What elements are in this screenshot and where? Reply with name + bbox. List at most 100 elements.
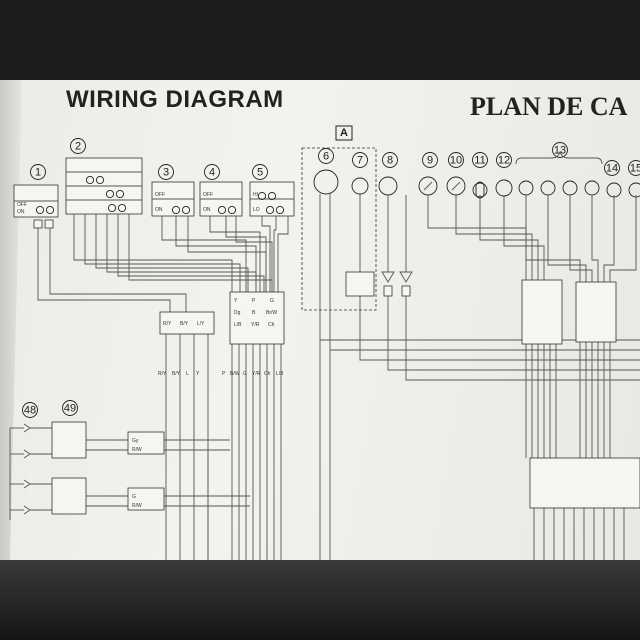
wire-7	[128, 214, 273, 292]
wire-11	[209, 216, 261, 292]
wl-8: Ch	[264, 371, 271, 377]
bulb-symbol-2	[378, 176, 398, 196]
r49-0: Gy	[132, 438, 139, 444]
conn-mid-r3c1: L/B	[234, 322, 242, 328]
r49-1: R/W	[132, 447, 142, 453]
arrow-48-0	[23, 423, 31, 433]
wire-42	[503, 195, 545, 280]
wire-labels-row: R/Y B/Y L Y P B/W G Y/R Ch L/B	[158, 371, 284, 377]
sw4-on: ON	[203, 207, 211, 213]
component-number-text-6: 6	[323, 151, 329, 163]
component-number-5: 5	[252, 164, 268, 180]
connector-49-upper	[127, 431, 165, 455]
bulb-symbol-12	[628, 182, 640, 198]
meter-needle-10	[451, 181, 461, 191]
connector-section-a	[345, 271, 375, 297]
component-number-9: 9	[422, 152, 438, 168]
switch-contact-9	[181, 205, 191, 215]
wire-15	[273, 216, 277, 292]
switch-contact-5	[115, 189, 125, 199]
wire-0	[37, 228, 171, 312]
switch-contact-2	[85, 175, 95, 185]
page-title-english: WIRING DIAGRAM	[66, 86, 284, 113]
component-number-text-10: 10	[450, 155, 462, 167]
switch-contact-6	[107, 203, 117, 213]
sw5-lo: LO	[253, 207, 260, 213]
wire-bundles	[9, 194, 640, 560]
component-number-48: 48	[22, 402, 38, 418]
component-number-text-7: 7	[357, 155, 363, 167]
section-a-frame	[301, 147, 377, 311]
component-number-text-13: 13	[554, 145, 566, 157]
component-number-2: 2	[70, 138, 86, 154]
switch-contact-4	[105, 189, 115, 199]
component-number-text-5: 5	[257, 167, 263, 179]
conn-left-l2: B/Y	[180, 321, 189, 327]
component-49-upper	[51, 421, 87, 459]
component-number-text-4: 4	[209, 167, 215, 179]
wire-47	[603, 195, 615, 282]
arrow-48-3	[23, 505, 31, 515]
wl-5: B/W	[230, 371, 240, 377]
conn-mid-r3c2: Y/R	[251, 322, 260, 328]
group-13-brace	[515, 150, 603, 165]
r49-2: G	[132, 494, 136, 500]
conn-mid-r2c2: B	[252, 310, 256, 316]
switch-contact-7	[117, 203, 127, 213]
switch-contact-10	[217, 205, 227, 215]
sw5-hi: HI	[253, 192, 258, 198]
component-number-3: 3	[158, 164, 174, 180]
wl-4: P	[222, 371, 226, 377]
switch-contact-14	[257, 191, 267, 201]
diode-right	[399, 271, 413, 283]
terminal-1b	[44, 219, 54, 229]
wire-39	[427, 195, 527, 280]
terminal-1a	[33, 219, 43, 229]
wire-12	[225, 216, 267, 292]
connector-right-a	[521, 279, 563, 345]
bulb-symbol-1	[351, 177, 369, 195]
component-number-11: 11	[472, 152, 488, 168]
component-number-text-3: 3	[163, 167, 169, 179]
switch-contact-12	[265, 205, 275, 215]
component-number-text-1: 1	[35, 167, 41, 179]
component-number-text-49: 49	[64, 403, 76, 415]
wire-9	[175, 216, 257, 292]
connector-right-lower	[529, 457, 640, 509]
conn-left-l3: L/Y	[197, 321, 205, 327]
switch-contact-13	[275, 205, 285, 215]
connector-left	[159, 311, 215, 335]
switch-contact-0	[35, 205, 45, 215]
wire-44	[547, 195, 587, 282]
wire-32	[359, 296, 640, 361]
component-number-text-14: 14	[606, 163, 618, 175]
wire-1	[49, 228, 187, 312]
wire-10	[187, 216, 267, 292]
conn-mid-r2c3: Br/W	[266, 310, 277, 316]
bulb-symbol-7	[518, 180, 534, 196]
diode-right-body	[401, 285, 411, 297]
wire-6	[117, 214, 265, 292]
wire-8	[161, 216, 247, 292]
component-number-13: 13	[552, 142, 568, 158]
switch-contact-15	[267, 191, 277, 201]
component-number-6: 6	[318, 148, 334, 164]
dark-background-bottom	[0, 560, 640, 640]
component-number-text-12: 12	[498, 155, 510, 167]
wl-2: L	[186, 371, 189, 377]
conn-left-l1: R/Y	[163, 321, 172, 327]
r49-3: R/W	[132, 503, 142, 509]
wire-48	[609, 195, 637, 282]
conn-mid-r1c3: G	[270, 298, 274, 304]
sw4-off: OFF	[203, 192, 213, 198]
component-number-8: 8	[382, 152, 398, 168]
wl-3: Y	[196, 371, 200, 377]
component-number-15: 15	[628, 160, 640, 176]
component-number-10: 10	[448, 152, 464, 168]
bulb-symbol-6	[495, 179, 513, 197]
component-number-text-15: 15	[630, 163, 640, 175]
component-number-text-9: 9	[427, 155, 433, 167]
wire-43	[525, 195, 581, 282]
